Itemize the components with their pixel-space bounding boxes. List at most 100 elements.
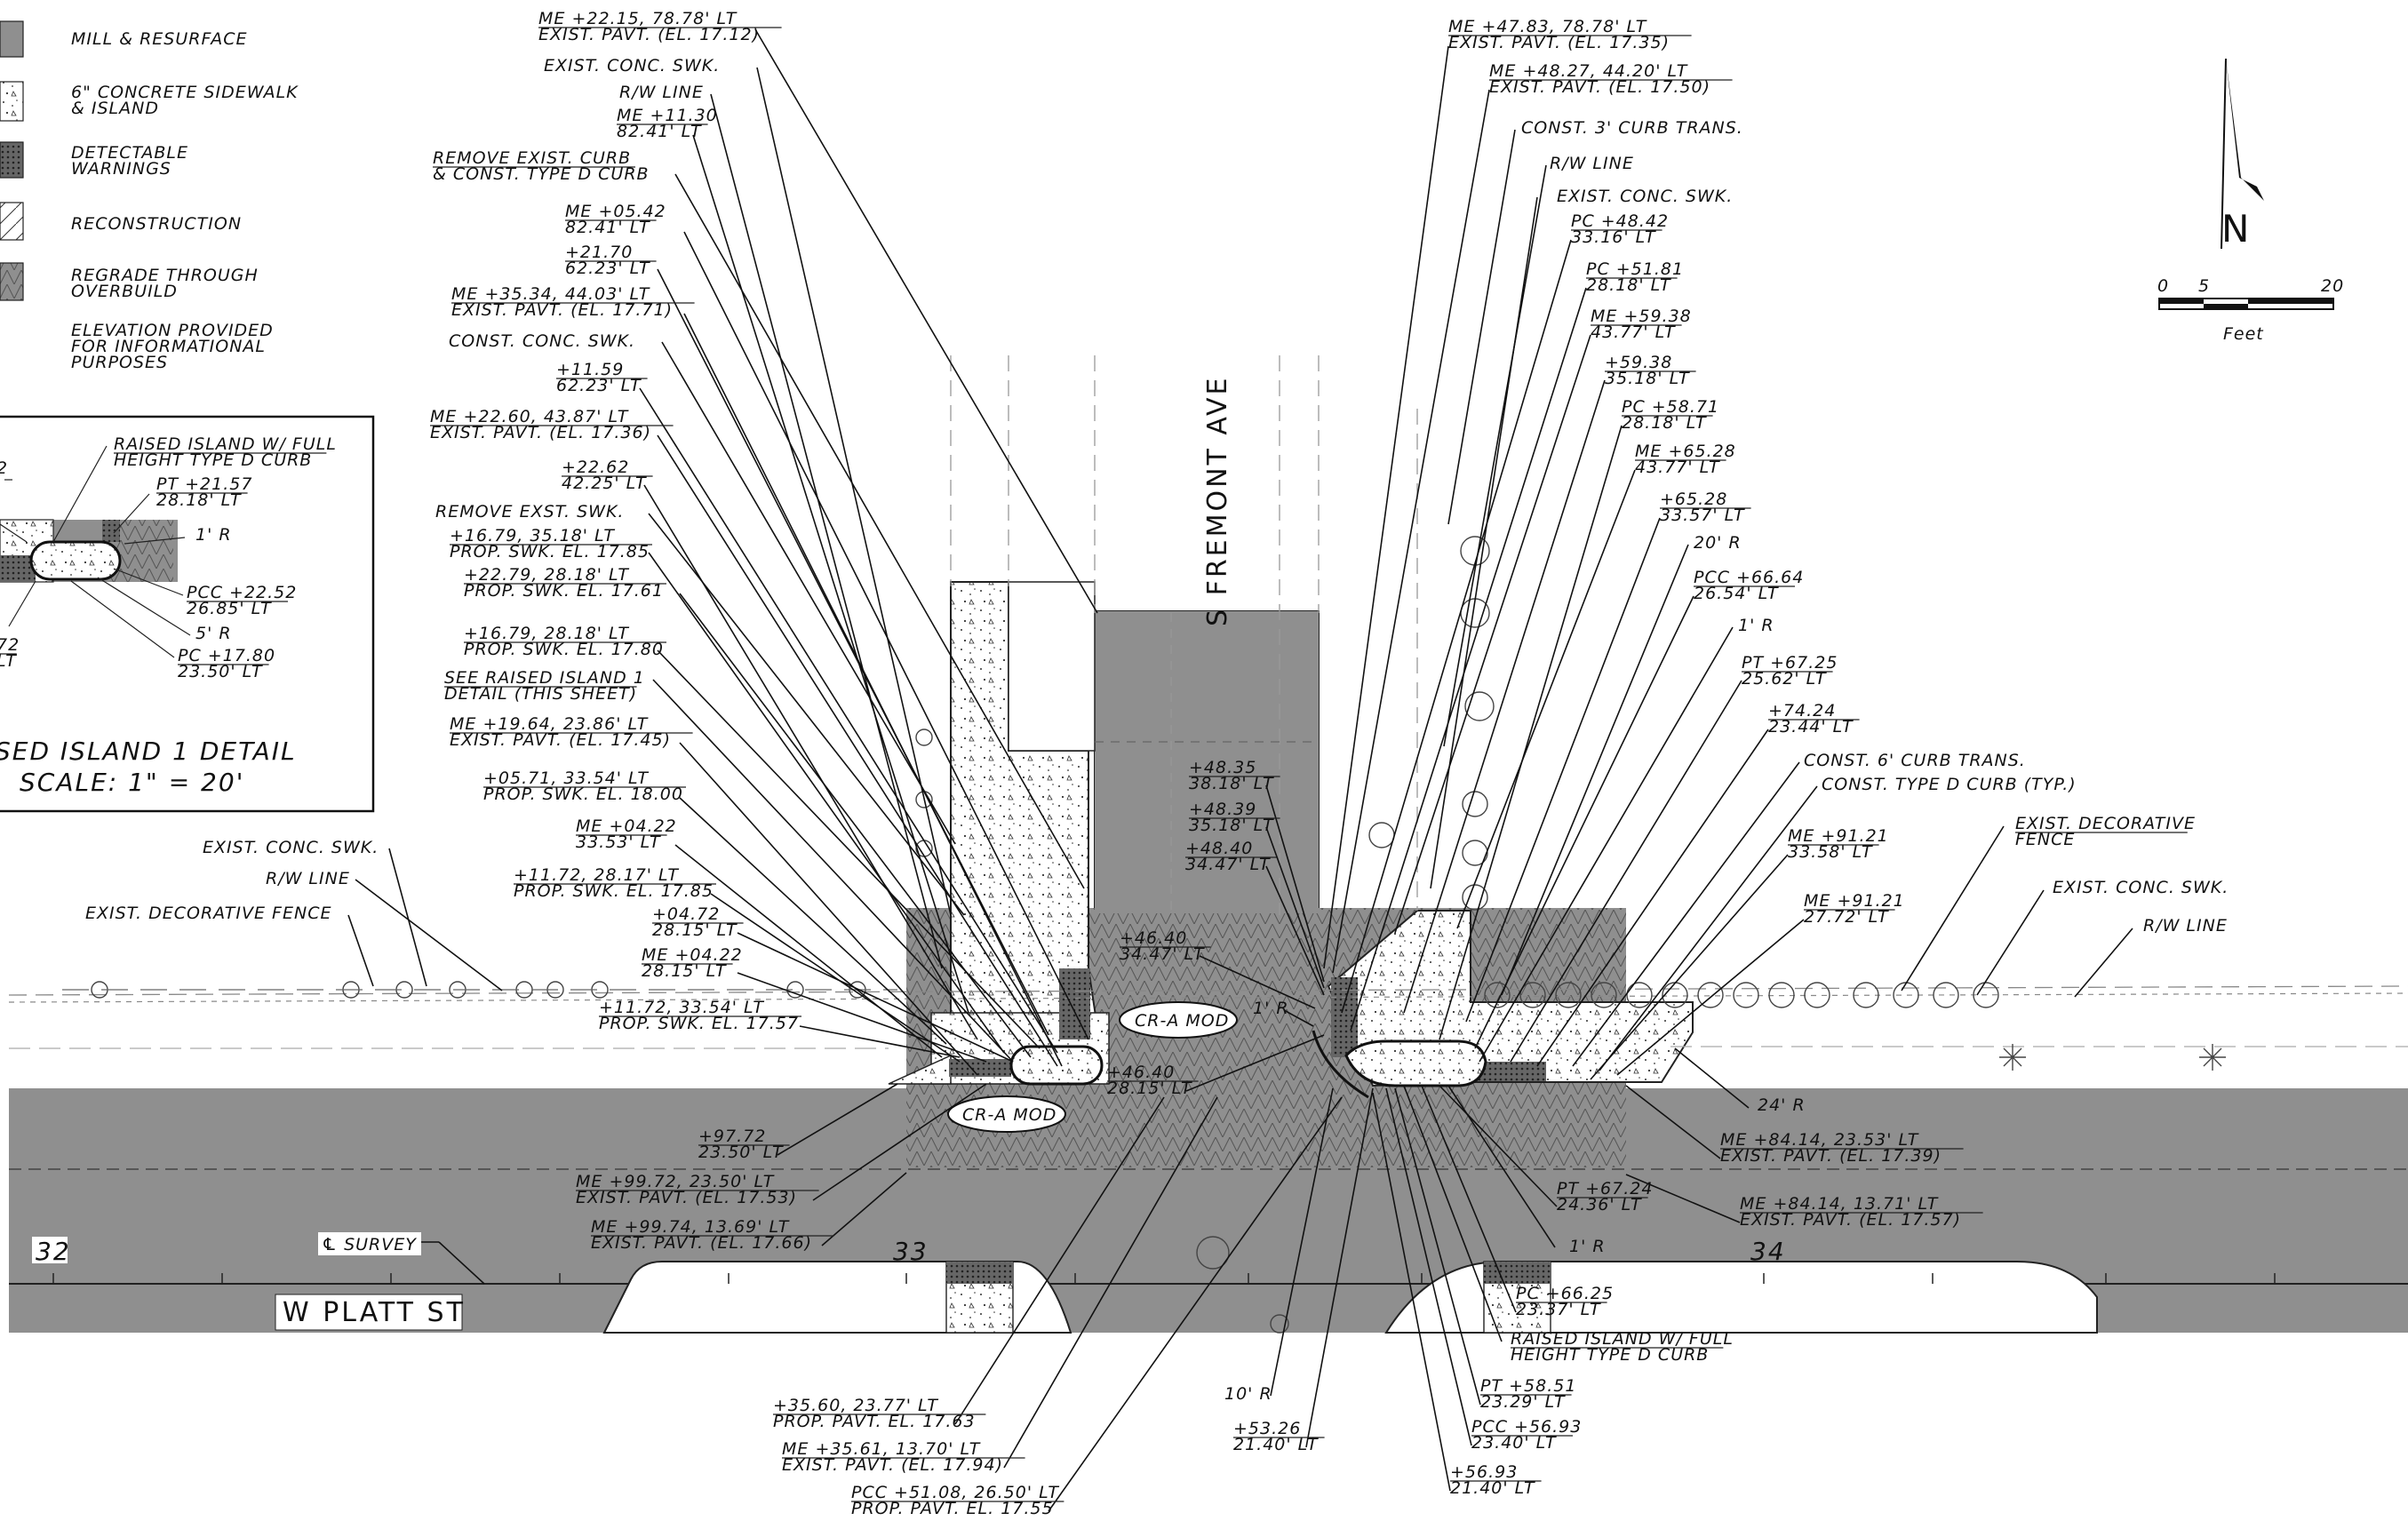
callout-c40: 1' R <box>1253 999 1289 1018</box>
callout-c35-line: +53.26 <box>1233 1419 1301 1438</box>
leader-c23 <box>737 972 987 1063</box>
callout-c48-line: PC +51.81 <box>1586 259 1684 279</box>
legend-swatch-sidewalk <box>0 81 24 122</box>
detail-label-4-line: 5' R <box>195 624 232 643</box>
callout-c55-line: PCC +66.64 <box>1694 568 1804 587</box>
leader-c02 <box>756 67 952 916</box>
callout-c26: R/W LINE <box>266 869 350 888</box>
callout-c45-line: R/W LINE <box>1550 154 1634 173</box>
leader-c53 <box>1465 517 1661 1023</box>
callout-c01-line: EXIST. PAVT. (EL. 17.12) <box>538 25 760 44</box>
callout-c46-line: EXIST. CONC. SWK. <box>1557 187 1733 206</box>
callout-c30-line: EXIST. PAVT. (EL. 17.66) <box>591 1233 812 1253</box>
leader-c68 <box>1439 1085 1558 1207</box>
leader-c01 <box>754 28 1098 614</box>
callout-c63-line: FENCE <box>2015 830 2075 849</box>
detail-label-0-line: HEIGHT TYPE D CURB <box>114 450 312 470</box>
station-32: 32 <box>36 1237 71 1266</box>
callout-c58-line: 23.44' LT <box>1768 717 1854 737</box>
leader-c64 <box>1976 889 2045 996</box>
callout-c06-line: ME +05.42 <box>565 202 666 221</box>
leader-c26 <box>355 879 503 991</box>
callout-c40-line: 1' R <box>1253 999 1289 1018</box>
leader-c32 <box>1003 1096 1218 1469</box>
callout-c47-line: 33.16' LT <box>1571 227 1656 247</box>
callout-c28-line: 23.50' LT <box>698 1143 784 1162</box>
callout-c08-line: ME +35.34, 44.03' LT <box>451 284 650 304</box>
callout-c21-line: PROP. SWK. EL. 17.85 <box>514 881 714 901</box>
leader-c13 <box>648 513 965 916</box>
leader-c55 <box>1474 595 1694 1049</box>
leader-c61 <box>1590 854 1789 1080</box>
station-33: 33 <box>893 1237 929 1266</box>
detail-label-2-line: 1' R <box>195 525 232 545</box>
callout-c42-line: EXIST. PAVT. (EL. 17.35) <box>1448 33 1670 52</box>
callout-c35-line: 21.40' LT <box>1233 1435 1319 1454</box>
callout-c09: CONST. CONC. SWK. <box>449 331 635 351</box>
legend-item-elev-line: FOR INFORMATIONAL <box>71 337 266 356</box>
leader-c21 <box>710 893 961 1063</box>
scale-unit: Feet <box>2223 324 2264 344</box>
callout-c75-line: +56.93 <box>1450 1462 1518 1482</box>
legend-swatch-warnings <box>0 141 24 179</box>
legend-item-sidewalk-line: 6" CONCRETE SIDEWALK <box>71 83 299 102</box>
callout-c16-line: PROP. SWK. EL. 17.80 <box>464 640 664 659</box>
callout-c19-line: +05.71, 33.54' LT <box>483 768 649 788</box>
leader-c37 <box>1265 826 1325 989</box>
callout-c03-line: R/W LINE <box>619 83 704 102</box>
callout-c37-line: +48.39 <box>1189 800 1256 819</box>
callout-c62-line: ME +91.21 <box>1804 891 1905 911</box>
callout-c10-line: 62.23' LT <box>556 376 642 395</box>
callout-c56-line: 1' R <box>1738 616 1774 635</box>
leader-c09 <box>661 341 956 845</box>
legend-item-recon-line: RECONSTRUCTION <box>71 214 242 234</box>
callout-c71-line: PC +66.25 <box>1516 1284 1614 1303</box>
leader-c34 <box>1270 1087 1334 1397</box>
detail-label-6-line: 2 <box>0 458 8 478</box>
callout-c57-line: PT +67.25 <box>1742 653 1838 673</box>
leader-c74 <box>1385 1087 1472 1446</box>
callout-c62-line: 27.72' LT <box>1804 907 1889 927</box>
detail-label-3-line: 26.85' LT <box>187 599 272 618</box>
callout-c29-line: EXIST. PAVT. (EL. 17.53) <box>576 1188 797 1207</box>
callout-c04-line: ME +11.30 <box>617 106 718 125</box>
leader-c28 <box>777 1083 898 1156</box>
leader-c15 <box>679 593 1032 1058</box>
callout-c64: EXIST. CONC. SWK. <box>2053 878 2229 897</box>
callout-c74-line: PCC +56.93 <box>1471 1417 1582 1437</box>
callout-c23-line: ME +04.22 <box>642 945 743 965</box>
callout-c27: EXIST. DECORATIVE FENCE <box>85 904 331 923</box>
callout-c44-line: CONST. 3' CURB TRANS. <box>1521 118 1743 138</box>
callout-c55-line: 26.54' LT <box>1694 584 1779 603</box>
leader-c22 <box>737 932 1014 1063</box>
legend-item-sidewalk-line: & ISLAND <box>71 99 159 118</box>
leader-c58 <box>1536 729 1769 1067</box>
callout-c37-line: 35.18' LT <box>1189 816 1274 835</box>
callout-c69-line: EXIST. PAVT. (EL. 17.57) <box>1740 1210 1961 1230</box>
legend-item-regrade-line: OVERBUILD <box>71 282 178 301</box>
